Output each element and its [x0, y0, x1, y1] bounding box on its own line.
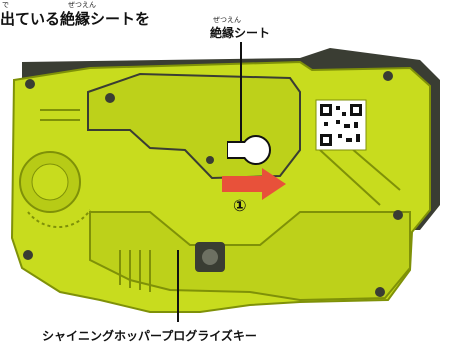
step-marker: ①	[233, 196, 247, 215]
instruction-heading: 出ている絶縁シートを	[0, 10, 151, 28]
heading-ruby-zetsuen: ぜつえん	[68, 1, 96, 9]
insulation-sheet-ruby: ぜつえん	[213, 16, 241, 24]
insulation-sheet-tab	[227, 135, 271, 165]
product-name-label: シャイニングホッパープログライズキー	[42, 329, 257, 343]
insulation-sheet-label: 絶縁シート	[210, 26, 271, 40]
screws	[23, 71, 403, 297]
pull-arrow-icon	[222, 168, 286, 200]
qr-code-icon	[315, 99, 367, 151]
heading-ruby-de: で	[2, 1, 9, 9]
